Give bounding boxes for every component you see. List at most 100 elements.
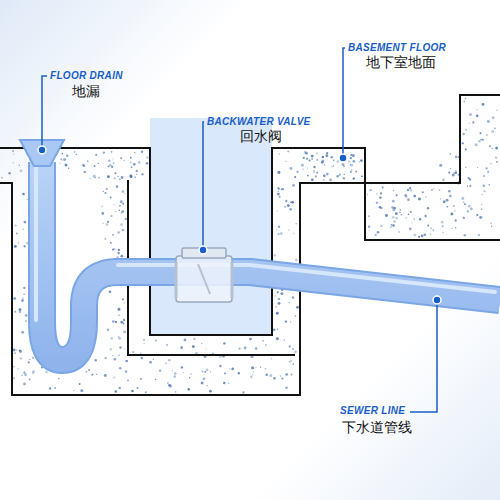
soil-speck [120,321,123,324]
soil-speck [465,148,467,150]
soil-speck [407,189,410,192]
leader-dot [38,146,46,154]
soil-speck [376,193,377,194]
soil-speck [110,242,112,244]
soil-speck [224,372,226,374]
soil-speck [255,367,256,368]
soil-speck [453,205,455,207]
soil-speck [120,157,122,159]
callout-title: BASEMENT FLOOR [348,42,446,53]
soil-speck [206,368,209,371]
soil-speck [140,378,142,380]
soil-speck [350,170,352,172]
soil-speck [413,218,414,219]
soil-speck [115,390,118,393]
soil-speck [431,189,433,191]
soil-speck [285,373,288,376]
soil-speck [311,155,314,158]
soil-speck [337,160,339,162]
soil-speck [180,346,183,349]
soil-speck [375,234,377,236]
soil-speck [279,153,280,154]
soil-speck [316,159,318,161]
soil-speck [159,369,161,371]
soil-speck [120,200,123,203]
soil-speck [410,211,412,213]
soil-speck [63,158,66,161]
soil-speck [88,369,90,371]
soil-speck [469,123,470,124]
soil-speck [27,199,29,201]
soil-speck [450,153,451,154]
soil-speck [276,229,277,230]
soil-speck [122,322,124,324]
soil-speck [111,151,113,153]
soil-speck [223,342,225,344]
soil-speck [453,172,455,174]
soil-speck [411,222,412,223]
soil-speck [166,344,168,346]
soil-speck [418,198,421,201]
soil-speck [368,226,371,229]
soil-speck [290,321,291,322]
soil-speck [14,245,17,248]
soil-speck [280,292,283,295]
soil-speck [487,171,489,173]
soil-speck [25,320,27,322]
soil-speck [476,214,478,216]
valve-flange [175,262,178,298]
soil-speck [205,348,206,349]
soil-speck [455,170,457,172]
soil-speck [123,160,124,161]
soil-speck [294,350,297,353]
soil-speck [446,199,449,202]
soil-speck [143,343,144,344]
soil-speck [94,165,96,167]
soil-speck [408,213,410,215]
soil-speck [454,210,456,212]
soil-speck [289,208,291,210]
soil-speck [103,191,104,192]
soil-speck [400,214,402,216]
soil-speck [478,234,481,237]
leader-line [42,76,47,150]
soil-speck [192,345,195,348]
soil-speck [449,195,452,198]
soil-speck [65,164,68,167]
soil-speck [19,310,20,311]
soil-speck [495,156,497,158]
soil-speck [122,229,124,231]
soil-speck [487,120,490,123]
leader-dot [433,296,441,304]
soil-speck [73,390,74,391]
soil-speck [432,229,434,231]
soil-speck [102,212,105,215]
soil-speck [479,216,482,219]
soil-speck [119,205,121,207]
soil-speck [484,190,486,192]
soil-speck [76,154,78,156]
soil-speck [405,217,406,218]
soil-speck [442,225,444,227]
soil-speck [168,359,170,361]
soil-speck [292,201,294,203]
soil-speck [16,232,18,234]
soil-speck [467,185,469,187]
soil-speck [113,204,114,205]
soil-speck [302,168,304,170]
leader-line [203,122,204,250]
soil-speck [117,231,119,233]
soil-speck [280,232,282,234]
soil-speck [184,339,187,342]
soil-speck [201,382,204,385]
soil-speck [107,175,110,178]
soil-speck [62,160,63,161]
soil-speck [313,170,314,171]
soil-speck [29,359,30,360]
soil-speck [289,361,291,363]
soil-speck [296,306,299,309]
soil-speck [127,379,129,381]
soil-speck [12,150,14,152]
soil-speck [413,195,416,198]
soil-speck [490,222,492,224]
